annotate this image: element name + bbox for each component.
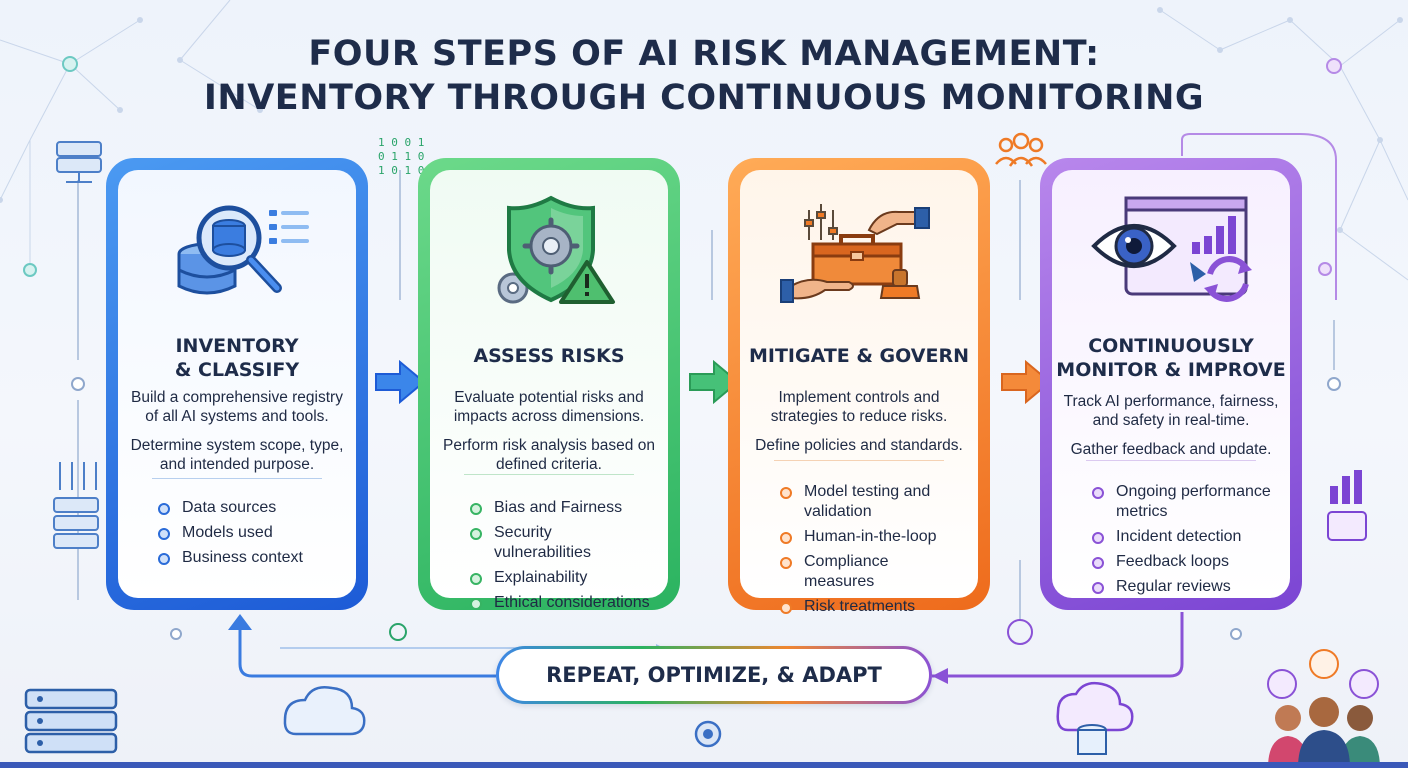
bullet-dot-icon	[1092, 532, 1104, 544]
bullet-dot-icon	[470, 503, 482, 515]
step-title-line-2: MONITOR & IMPROVE	[1056, 359, 1286, 381]
arrow-right-icon	[689, 360, 740, 404]
step-title-line-2: & CLASSIFY	[174, 359, 300, 381]
list-item-label: Explainability	[494, 569, 588, 586]
list-item-label: Security vulnerabilities	[494, 524, 591, 561]
card-divider	[1086, 460, 1256, 461]
list-item-label: Ongoing performance metrics	[1116, 483, 1271, 520]
step-description-paragraph: Determine system scope, type, and intend…	[130, 437, 344, 473]
list-item-label: Data sources	[182, 499, 277, 516]
toolbox-stamp-icon	[740, 190, 978, 320]
step-bullet-list: Model testing and validation Human-in-th…	[780, 482, 962, 622]
step-card-monitor: CONTINUOUSLY MONITOR & IMPROVE Track AI …	[1040, 158, 1302, 610]
list-item: Business context	[158, 548, 340, 568]
step-card-assess: ASSESS RISKS Evaluate potential risks an…	[418, 158, 680, 611]
step-description: Track AI performance, fairness, and safe…	[1062, 392, 1280, 469]
step-description: Build a comprehensive registry of all AI…	[128, 388, 346, 484]
page-title-line-1: FOUR STEPS OF AI RISK MANAGEMENT:	[308, 34, 1100, 74]
list-item-label: Human-in-the-loop	[804, 528, 937, 545]
list-item: Bias and Fairness	[470, 498, 652, 518]
list-item: Incident detection	[1092, 527, 1274, 547]
list-item: Compliance measures	[780, 552, 962, 592]
list-item: Models used	[158, 523, 340, 543]
list-item: Risk treatments	[780, 597, 962, 617]
cycle-label: REPEAT, OPTIMIZE, & ADAPT	[546, 663, 882, 687]
step-description-paragraph: Build a comprehensive registry of all AI…	[131, 389, 343, 425]
list-item: Regular reviews	[1092, 577, 1274, 597]
list-item-label: Incident detection	[1116, 528, 1242, 545]
list-item-label: Business context	[182, 549, 303, 566]
list-item: Security vulnerabilities	[470, 523, 652, 563]
bullet-dot-icon	[1092, 487, 1104, 499]
bullet-dot-icon	[158, 503, 170, 515]
bullet-dot-icon	[1092, 557, 1104, 569]
list-item-label: Bias and Fairness	[494, 499, 623, 516]
list-item-label: Risk treatments	[804, 598, 916, 615]
step-card-inventory: INVENTORY & CLASSIFY Build a comprehensi…	[106, 158, 368, 610]
list-item-label: Regular reviews	[1116, 578, 1231, 595]
step-title: MITIGATE & GOVERN	[748, 345, 970, 367]
list-item-label: Model testing and validation	[804, 483, 931, 520]
list-item: Ongoing performance metrics	[1092, 482, 1274, 522]
list-item: Model testing and validation	[780, 482, 962, 522]
list-item-label: Compliance measures	[804, 553, 889, 590]
bullet-dot-icon	[1092, 582, 1104, 594]
arrow-right-icon	[1001, 360, 1052, 404]
svg-text:1 0 0 1: 1 0 0 1	[378, 136, 424, 149]
step-description: Implement controls and strategies to red…	[750, 388, 968, 465]
step-bullet-list: Ongoing performance metrics Incident det…	[1092, 482, 1274, 602]
bullet-dot-icon	[780, 602, 792, 614]
eye-dashboard-icon	[1052, 190, 1290, 320]
step-bullet-list: Bias and Fairness Security vulnerabiliti…	[470, 498, 652, 618]
page-title-line-2: INVENTORY THROUGH CONTINUOUS MONITORING	[203, 78, 1205, 118]
list-item: Human-in-the-loop	[780, 527, 962, 547]
bullet-dot-icon	[470, 528, 482, 540]
step-description: Evaluate potential risks and impacts acr…	[440, 388, 658, 484]
bullet-dot-icon	[470, 573, 482, 585]
list-item: Data sources	[158, 498, 340, 518]
step-description-paragraph: Evaluate potential risks and impacts acr…	[453, 389, 645, 425]
bullet-dot-icon	[158, 553, 170, 565]
list-item-label: Models used	[182, 524, 273, 541]
bullet-dot-icon	[780, 487, 792, 499]
card-divider	[464, 474, 634, 475]
step-description-paragraph: Perform risk analysis based on defined c…	[443, 437, 655, 473]
step-description-paragraph: Implement controls and strategies to red…	[770, 389, 948, 425]
bullet-dot-icon	[780, 557, 792, 569]
step-title: ASSESS RISKS	[473, 345, 625, 367]
list-item-label: Ethical considerations	[494, 594, 650, 611]
step-title-line-1: CONTINUOUSLY	[1088, 335, 1254, 357]
step-description-paragraph: Track AI performance, fairness, and safe…	[1063, 393, 1279, 429]
card-divider	[774, 460, 944, 461]
step-title-line-1: INVENTORY	[175, 335, 299, 357]
card-divider	[152, 478, 322, 479]
list-item: Ethical considerations	[470, 593, 652, 613]
database-magnifier-icon	[118, 190, 356, 320]
step-bullet-list: Data sources Models used Business contex…	[158, 498, 340, 573]
cycle-badge: REPEAT, OPTIMIZE, & ADAPT	[496, 646, 932, 704]
step-card-mitigate: MITIGATE & GOVERN Implement controls and…	[728, 158, 990, 615]
bullet-dot-icon	[158, 528, 170, 540]
list-item-label: Feedback loops	[1116, 553, 1229, 570]
list-item: Feedback loops	[1092, 552, 1274, 572]
bullet-dot-icon	[780, 532, 792, 544]
list-item: Explainability	[470, 568, 652, 588]
step-description-paragraph: Gather feedback and update.	[1070, 441, 1272, 458]
shield-gear-warning-icon	[430, 190, 668, 320]
arrow-right-icon	[375, 360, 426, 404]
svg-text:0 1 1 0: 0 1 1 0	[378, 150, 424, 163]
bullet-dot-icon	[470, 598, 482, 610]
svg-text:1 0 1 0: 1 0 1 0	[378, 164, 424, 177]
step-description-paragraph: Define policies and standards.	[755, 437, 963, 454]
